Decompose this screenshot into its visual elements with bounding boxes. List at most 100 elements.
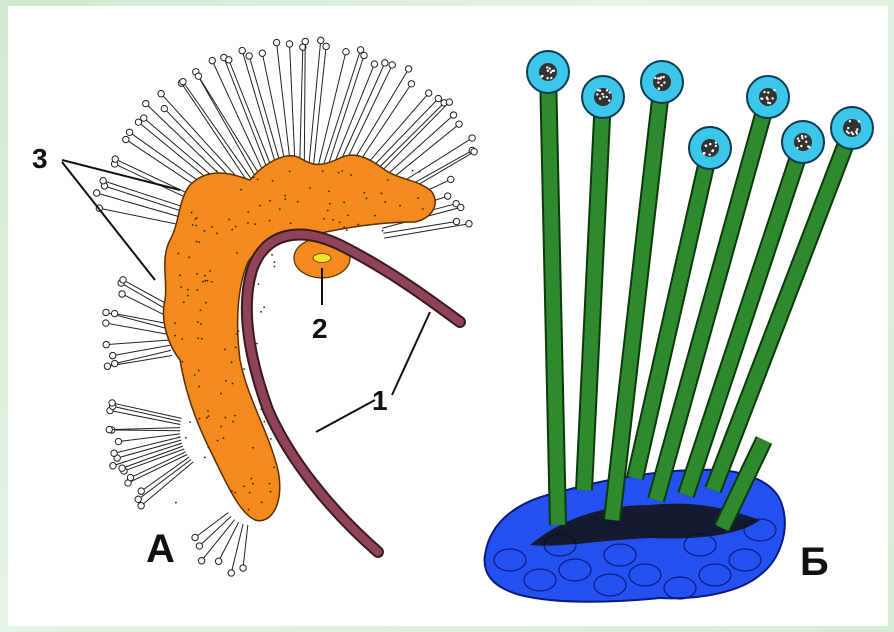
speckle <box>208 173 210 175</box>
speckle <box>260 311 262 313</box>
tentacle-filament <box>290 44 296 165</box>
speckle <box>211 281 213 283</box>
speckle <box>357 224 359 226</box>
speckle <box>197 321 199 323</box>
speckle <box>174 335 176 337</box>
speckle <box>231 361 233 363</box>
tentacle-knob <box>239 47 245 53</box>
tentacle-knob <box>115 438 121 444</box>
speckle <box>347 215 349 217</box>
tentacle-filament <box>117 440 181 458</box>
tentacle-filament <box>109 428 180 430</box>
speckle <box>220 426 222 428</box>
speckle <box>284 198 286 200</box>
speckle <box>198 241 200 243</box>
speckle <box>196 289 198 291</box>
speckle <box>236 252 238 254</box>
speckle <box>197 337 199 339</box>
tentacle-knob <box>138 503 144 509</box>
tentacle-knob <box>471 149 477 155</box>
speckle <box>207 410 209 412</box>
knob-speckle <box>654 77 656 79</box>
speckle <box>374 215 376 217</box>
speckle <box>217 440 219 442</box>
tentacle-knob <box>198 558 204 564</box>
leader-line-1a <box>392 312 430 395</box>
tentacle-filament <box>304 41 305 165</box>
speckle <box>248 509 250 511</box>
tentacle-filament <box>277 43 291 166</box>
tentacle-knob <box>161 105 167 111</box>
speckle <box>243 485 245 487</box>
speckle <box>243 368 245 370</box>
speckle <box>188 256 190 258</box>
knob-speckle <box>715 141 717 143</box>
stalk <box>584 97 603 490</box>
knob-speckle <box>807 145 809 147</box>
stalk-knob-center <box>653 73 671 91</box>
tentacle-knob <box>143 100 149 106</box>
speckle <box>240 189 242 191</box>
knob-speckle <box>608 99 610 101</box>
tentacle-knob <box>389 62 395 68</box>
tentacle-knob <box>196 543 202 549</box>
speckle <box>256 343 258 345</box>
speckle <box>205 280 207 282</box>
knob-speckle <box>796 147 798 149</box>
tentacle-knob <box>135 496 141 502</box>
speckle <box>191 212 193 214</box>
speckle <box>270 438 272 440</box>
tentacle-filament <box>212 61 264 173</box>
tentacle-knob <box>127 474 133 480</box>
tentacle-knob <box>138 488 144 494</box>
speckle <box>247 211 249 213</box>
tentacle-filament <box>322 50 360 168</box>
speckle <box>323 218 325 220</box>
knob-speckle <box>760 97 762 99</box>
knob-speckle <box>606 89 608 91</box>
tentacle-knob <box>111 310 117 316</box>
speckle <box>189 421 191 423</box>
speckle <box>399 205 401 207</box>
speckle <box>284 195 286 197</box>
speckle <box>387 179 389 181</box>
tentacle-knob <box>448 176 454 182</box>
speckle <box>273 466 275 468</box>
speckle <box>274 261 276 263</box>
speckle <box>254 223 256 225</box>
speckle <box>297 201 299 203</box>
tentacle-knob <box>94 190 100 196</box>
tentacle-knob <box>426 90 432 96</box>
knob-speckle <box>766 98 768 100</box>
speckle <box>178 436 180 438</box>
tentacle-knob <box>446 99 452 105</box>
tentacle-filament <box>196 72 256 178</box>
knob-speckle <box>855 131 857 133</box>
speckle <box>228 219 230 221</box>
speckle <box>202 281 204 283</box>
knob-speckle <box>602 96 604 98</box>
tentacle-knob <box>361 52 367 58</box>
speckle <box>209 270 211 272</box>
speckle <box>236 333 238 335</box>
speckle <box>216 170 218 172</box>
speckle <box>290 222 292 224</box>
tentacle-knob <box>209 57 215 63</box>
tentacle-knob <box>119 465 125 471</box>
speckle <box>272 180 274 182</box>
speckle <box>350 174 352 176</box>
knob-speckle <box>767 91 769 93</box>
tentacle-knob <box>106 426 112 432</box>
tentacle-knob <box>371 61 377 67</box>
callout-1: 1 <box>372 385 388 416</box>
tentacle-filament <box>309 40 321 165</box>
tentacle-knob <box>109 400 115 406</box>
knob-speckle <box>601 93 603 95</box>
tentacle-knob <box>126 129 132 135</box>
speckle <box>205 302 207 304</box>
tentacle-knob <box>435 95 441 101</box>
speckle <box>223 437 225 439</box>
knob-speckle <box>597 89 599 91</box>
speckle <box>181 338 183 340</box>
speckle <box>232 421 234 423</box>
